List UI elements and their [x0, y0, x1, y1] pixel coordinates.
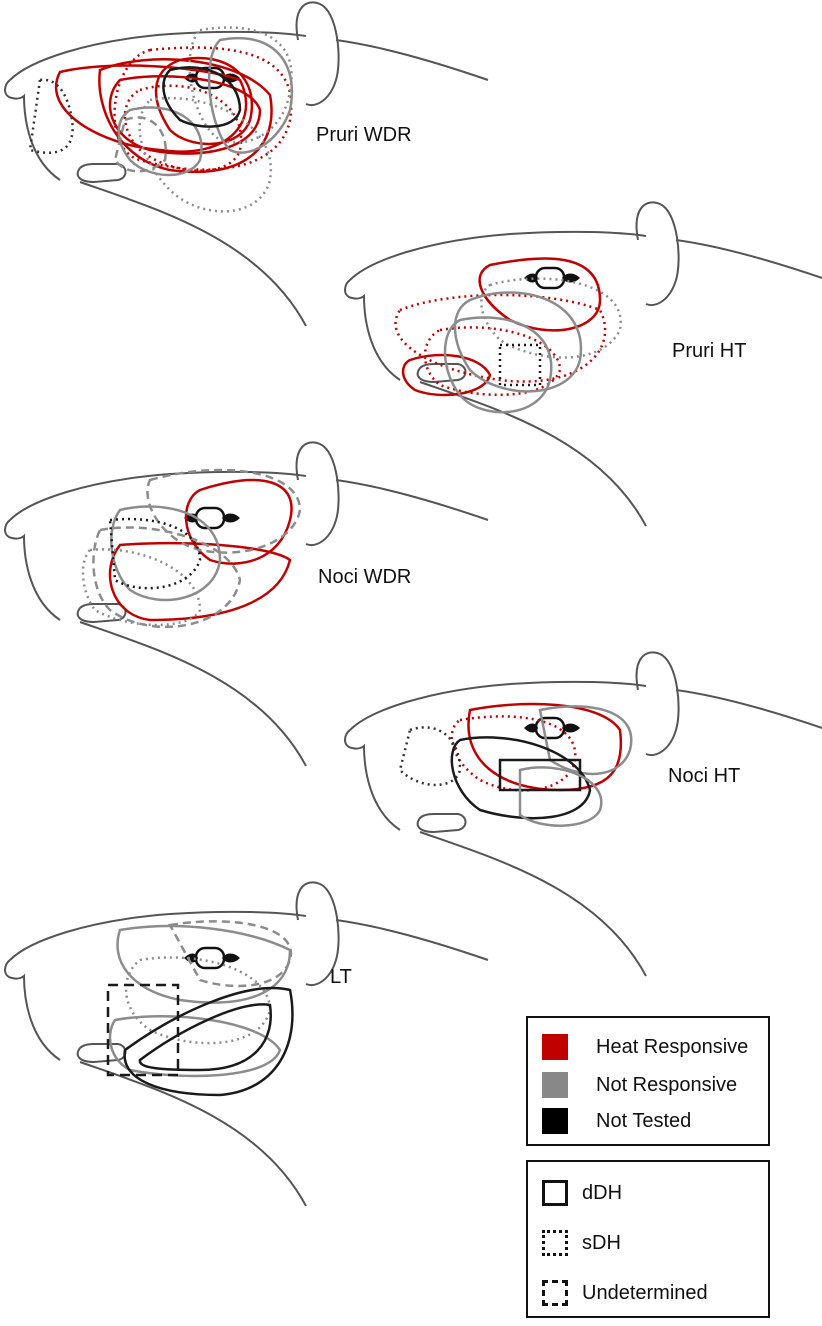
heat-responsive-swatch — [542, 1034, 568, 1060]
legend-item-ddh: dDH — [528, 1178, 622, 1208]
panel-noci-wdr — [3, 441, 490, 768]
panel-label-noci-wdr: Noci WDR — [318, 566, 412, 588]
panel-pruri-ht — [343, 201, 822, 528]
solid-line-swatch — [542, 1180, 568, 1206]
color-legend: Heat Responsive Not Responsive Not Teste… — [526, 1016, 770, 1146]
legend-label: Not Responsive — [596, 1073, 738, 1096]
legend-item-not-responsive: Not Responsive — [528, 1070, 737, 1100]
legend-item-heat-responsive: Heat Responsive — [528, 1032, 748, 1062]
dotted-line-swatch — [542, 1230, 568, 1256]
line-style-legend: dDH sDH Undetermined — [526, 1160, 770, 1318]
dashed-line-swatch — [542, 1280, 568, 1306]
legend-item-sdh: sDH — [528, 1228, 621, 1258]
legend-label: sDH — [582, 1231, 621, 1254]
legend-item-not-tested: Not Tested — [528, 1106, 691, 1136]
panel-label-pruri-wdr: Pruri WDR — [316, 124, 412, 146]
legend-label: Not Tested — [596, 1109, 692, 1132]
panel-pruri-wdr — [3, 1, 490, 328]
panel-lt — [3, 881, 490, 1208]
legend-label: dDH — [582, 1181, 623, 1204]
legend-item-undetermined: Undetermined — [528, 1278, 708, 1308]
panel-label-lt: LT — [330, 966, 352, 988]
not-tested-swatch — [542, 1108, 568, 1134]
panel-noci-ht — [343, 651, 822, 978]
panel-label-pruri-ht: Pruri HT — [672, 340, 747, 362]
panel-label-noci-ht: Noci HT — [668, 765, 741, 787]
legend-label: Undetermined — [582, 1281, 708, 1304]
legend-label: Heat Responsive — [596, 1035, 749, 1058]
not-responsive-swatch — [542, 1072, 568, 1098]
